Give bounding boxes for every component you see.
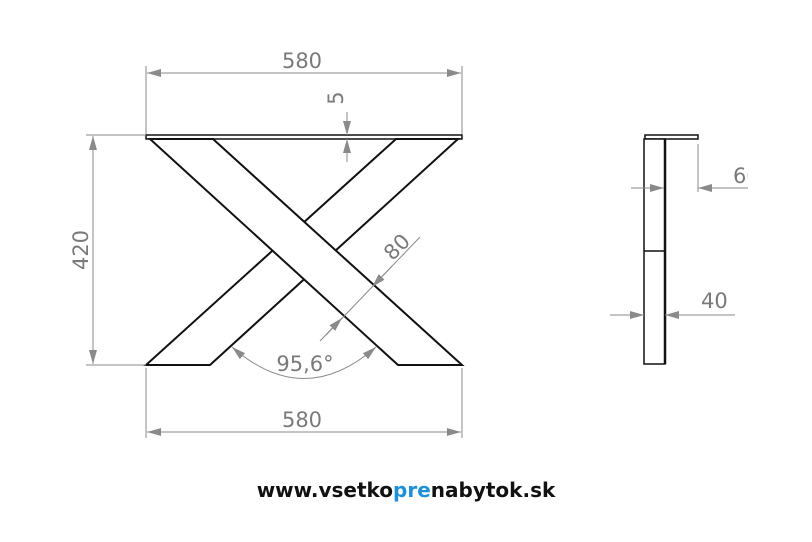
dim-angle: 95,6°: [276, 352, 333, 376]
side-top-plate: [644, 134, 699, 140]
website-url: www.vsetkoprenabytok.sk: [0, 478, 812, 502]
dim-plate-thickness: 5: [324, 91, 348, 104]
side-view: [643, 134, 699, 365]
url-suffix: nabytok.sk: [430, 478, 556, 502]
dim-top-width: 580: [282, 49, 322, 73]
top-plate: [145, 134, 463, 140]
front-view: [143, 134, 465, 366]
dim-height: 420: [69, 230, 93, 270]
dim-bottom-width: 580: [282, 408, 322, 432]
leg-bar-a: [147, 138, 465, 366]
dim-arc-angle: [231, 346, 377, 379]
dim-bar-width: 80: [379, 229, 415, 265]
dim-side-depth: 60: [733, 164, 760, 188]
url-prefix: www.vsetko: [256, 478, 394, 502]
dim-side-leg-thickness: 40: [701, 289, 728, 313]
url-highlight: pre: [393, 478, 431, 502]
